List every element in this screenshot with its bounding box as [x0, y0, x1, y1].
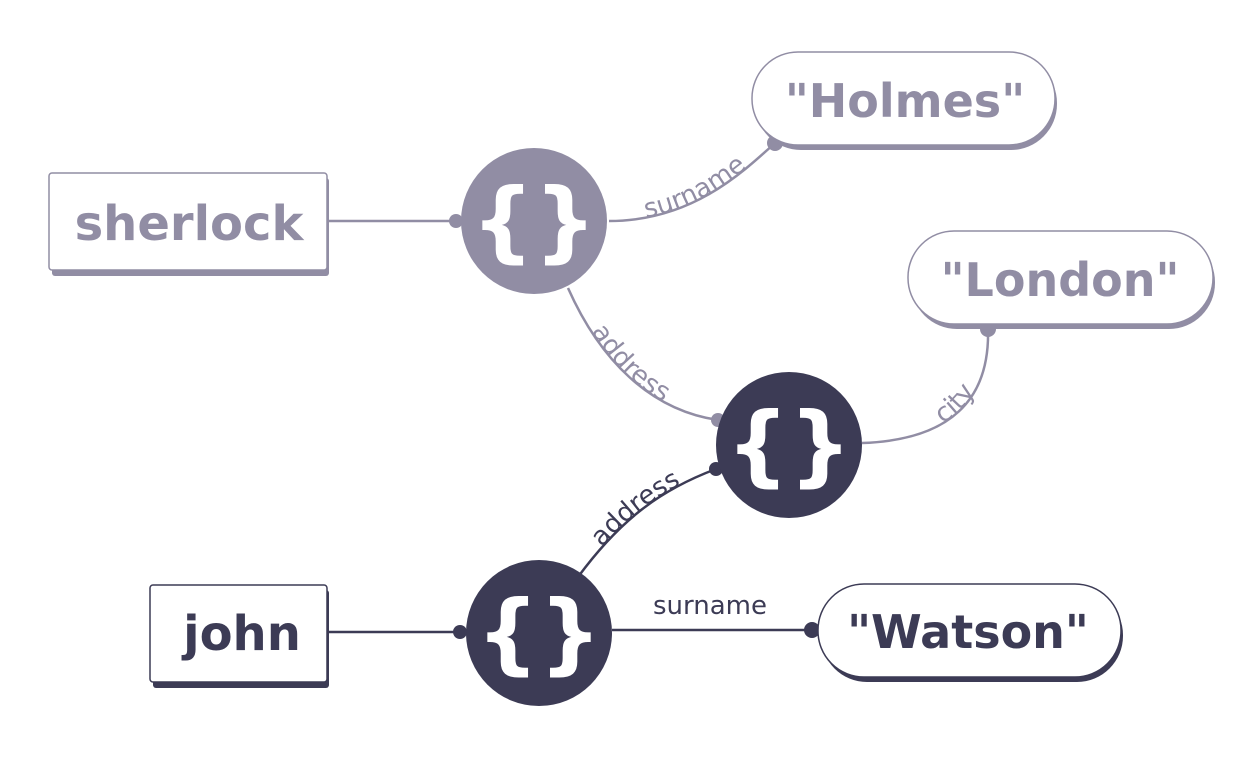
- variable-label-john: john: [181, 606, 301, 662]
- string-label-watson: "Watson": [847, 605, 1089, 659]
- variable-box-sherlock: sherlock: [48, 172, 329, 276]
- connector-dot: [449, 214, 463, 228]
- string-pill-watson: "Watson": [817, 583, 1123, 682]
- curly-braces-icon: {}: [726, 393, 851, 496]
- edge-address-city: [860, 327, 990, 445]
- connector-dot: [804, 622, 820, 638]
- edges-sherlock: [327, 141, 990, 445]
- string-pill-london: "London": [907, 230, 1215, 329]
- edge-label-address-city: city: [929, 378, 981, 430]
- string-label-holmes: "Holmes": [785, 74, 1025, 128]
- curly-braces-icon: {}: [471, 169, 596, 272]
- edge-label-john-surname: surname: [653, 591, 767, 621]
- string-pill-holmes: "Holmes": [751, 51, 1057, 150]
- edge-label-john-address: address: [585, 464, 685, 552]
- string-label-london: "London": [941, 253, 1180, 307]
- variable-box-john: john: [149, 584, 329, 688]
- edge-label-sherlock-address: address: [585, 318, 675, 408]
- object-node-address: {}: [716, 372, 862, 518]
- edge-sherlock-address: [566, 286, 720, 422]
- object-node-sherlock: {}: [461, 148, 607, 294]
- curly-braces-icon: {}: [476, 581, 601, 684]
- connector-dot: [453, 625, 467, 639]
- object-node-john: {}: [466, 560, 612, 706]
- edges-john: [327, 467, 812, 634]
- variable-label-sherlock: sherlock: [75, 196, 305, 252]
- edge-label-sherlock-surname: surname: [641, 149, 752, 224]
